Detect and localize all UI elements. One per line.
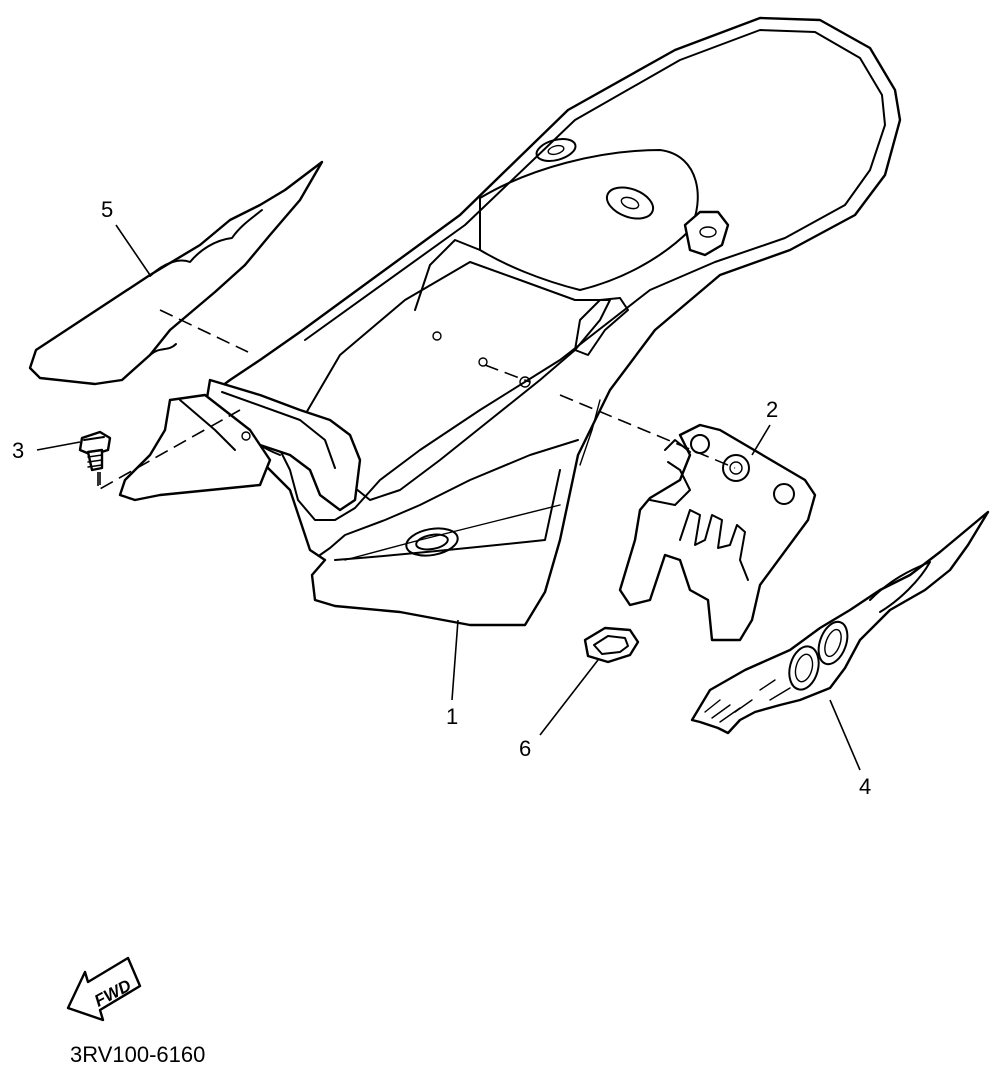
callout-3: 3 [12,438,24,463]
fwd-arrow-icon: FWD [66,956,142,1022]
callout-2: 2 [766,397,778,422]
callout-6: 6 [519,736,531,761]
assembly-lines [97,309,736,492]
part-5-seat-pad [28,160,324,386]
part-2-bracket [618,423,817,642]
part-4-side-decal [690,510,990,735]
leader-lines [36,224,861,771]
diagram-code: 3RV100-6160 [70,1042,205,1067]
part-1-rear-fender [118,16,902,627]
callout-5: 5 [101,197,113,222]
part-3-bolt [78,430,112,472]
part-6-grommet [583,626,640,664]
callout-4: 4 [859,774,871,799]
callout-1: 1 [446,704,458,729]
